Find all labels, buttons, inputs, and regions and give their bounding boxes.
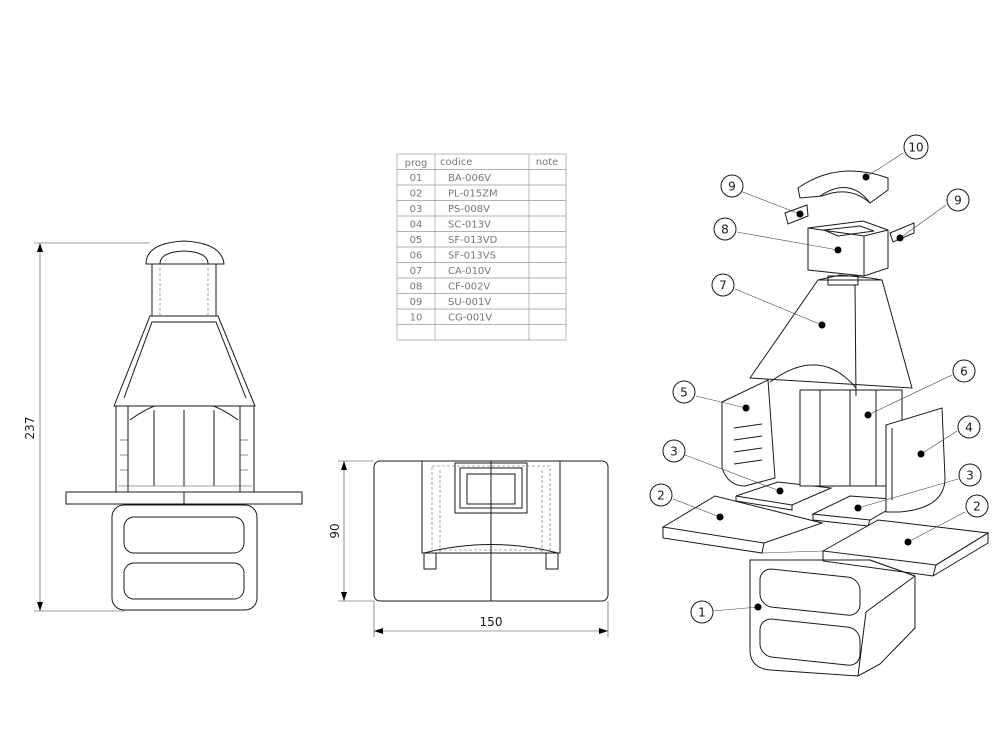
part-5-wall-left <box>721 379 776 487</box>
table-cell-codice: SU-001V <box>448 297 491 308</box>
part-9-vent-left <box>784 204 809 225</box>
callout-label: 2 <box>973 500 981 514</box>
table-header-prog: prog <box>405 158 428 169</box>
table-cell-prog: 05 <box>410 235 423 246</box>
callout-bubble <box>958 463 982 487</box>
width-dimension-label: 150 <box>480 615 503 629</box>
table-cell-prog: 07 <box>410 266 423 277</box>
callout-bubble <box>952 359 976 383</box>
callout-label: 7 <box>719 279 727 293</box>
table-cell-codice: CA-010V <box>448 266 491 277</box>
height-arrow-bottom <box>37 602 43 611</box>
front-view: 237 <box>23 240 303 612</box>
part-9-vent-right <box>889 222 915 243</box>
callout-label: 2 <box>657 489 665 503</box>
table-cell-codice: SC-013V <box>448 220 491 231</box>
exploded-view: 1 2 2 3 3 4 5 6 7 8 9 9 10 <box>649 134 990 677</box>
callout-leaders <box>672 152 966 612</box>
front-chimney <box>151 263 217 317</box>
part-4-wall-right <box>885 407 946 513</box>
callout-label: 3 <box>670 445 678 459</box>
table-header-codice: codice <box>440 157 472 168</box>
part-2-shelf-left <box>661 495 824 544</box>
front-chimney-cap <box>145 240 225 265</box>
table-cell-prog: 01 <box>410 173 423 184</box>
callout-bubble <box>720 174 744 198</box>
callout-bubble <box>965 494 989 518</box>
table-header-note: note <box>536 157 559 168</box>
front-base-opening-bottom <box>123 562 245 600</box>
callout-bubble <box>649 483 673 507</box>
table-cell-codice: CF-002V <box>448 282 490 293</box>
table-cell-codice: PL-015ZM <box>448 189 498 200</box>
callout-label: 9 <box>728 180 736 194</box>
table-cell-prog: 06 <box>410 251 423 262</box>
callout-label: 5 <box>680 386 688 400</box>
parts-table: prog codice note 01 BA-006V 02 PL-015ZM … <box>396 153 567 341</box>
height-arrow-top <box>37 243 43 252</box>
table-cell-codice: CG-001V <box>448 313 492 324</box>
callout-bubble <box>690 600 714 624</box>
callout-label: 10 <box>908 141 923 155</box>
table-cell-prog: 08 <box>410 282 423 293</box>
height-dimension-label: 237 <box>23 417 37 440</box>
depth-dimension-label: 90 <box>328 523 342 538</box>
table-cell-codice: PS-008V <box>448 204 490 215</box>
callout-bubble <box>903 134 929 160</box>
part-7-hood <box>749 279 913 389</box>
callout-bubble <box>713 217 737 241</box>
table-cell-codice: BA-006V <box>448 173 491 184</box>
table-cell-prog: 02 <box>410 189 423 200</box>
part-3-floor-left <box>735 481 833 506</box>
callout-label: 6 <box>960 365 968 379</box>
callout-bubble <box>957 415 981 439</box>
table-cell-prog: 04 <box>410 220 423 231</box>
callout-bubbles: 1 2 2 3 3 4 5 6 7 8 9 9 10 <box>649 134 989 624</box>
front-base-opening-top <box>123 516 245 554</box>
callout-label: 3 <box>966 469 974 483</box>
callout-label: 8 <box>721 223 729 237</box>
top-view: 90 150 <box>328 460 609 637</box>
front-hood <box>113 315 256 407</box>
table-cell-prog: 03 <box>410 204 423 215</box>
table-cell-prog: 09 <box>410 297 423 308</box>
callout-label: 9 <box>954 194 962 208</box>
table-cell-codice: SF-013VS <box>448 251 496 262</box>
callout-bubble <box>946 188 970 212</box>
part-1-base <box>749 559 916 677</box>
callout-label: 1 <box>698 606 706 620</box>
table-cell-codice: SF-013VD <box>448 235 498 246</box>
front-firebox <box>115 405 255 493</box>
callout-bubble <box>711 273 735 297</box>
table-cell-prog: 10 <box>410 313 423 324</box>
front-base-block <box>111 504 258 611</box>
callout-label: 4 <box>965 421 973 435</box>
callout-bubble <box>662 439 686 463</box>
callout-bubble <box>672 380 696 404</box>
part-6-back-wall <box>799 389 903 487</box>
